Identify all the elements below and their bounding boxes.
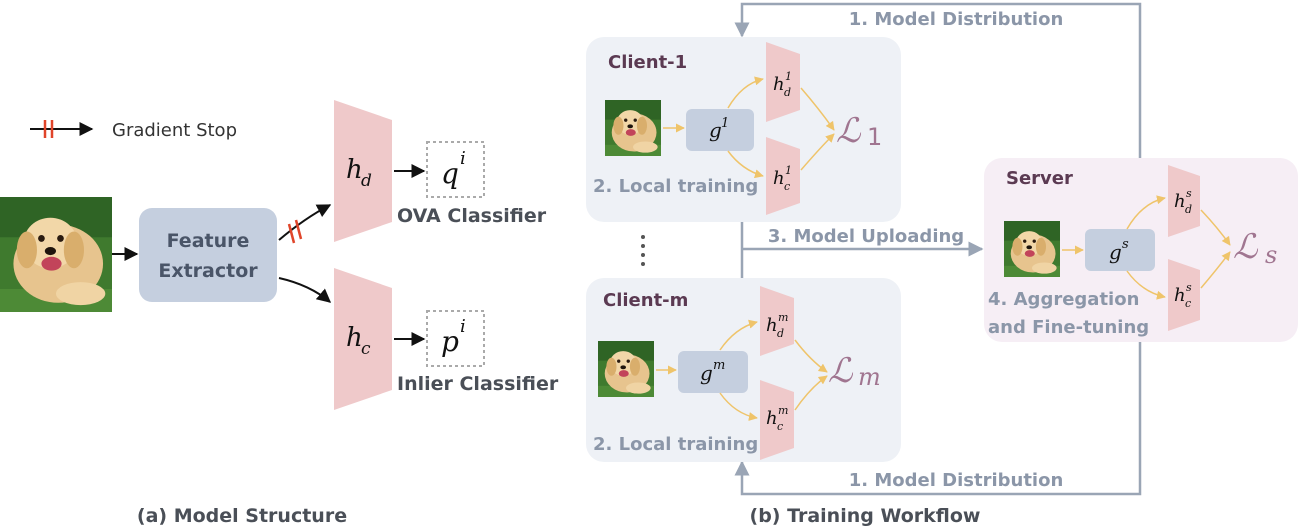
svg-text:s: s — [1265, 241, 1277, 269]
client-1-title: Client-1 — [608, 52, 687, 73]
gradient-stop-mark — [287, 223, 296, 244]
aggregation-label-line2: and Fine-tuning — [988, 317, 1149, 338]
svg-text:i: i — [460, 148, 466, 169]
svg-text:d: d — [784, 86, 791, 99]
server-hd — [1168, 165, 1200, 237]
svg-text:c: c — [361, 339, 371, 359]
server-title: Server — [1006, 168, 1073, 189]
svg-text:h: h — [773, 168, 785, 189]
head-hc: h c — [334, 268, 392, 410]
caption-model-structure: (a) Model Structure — [137, 505, 347, 527]
distribution-arrow-bottom — [734, 340, 1142, 496]
svg-text:m: m — [713, 358, 725, 373]
client-1-loss: ℒ — [836, 111, 862, 151]
feature-extractor: Feature Extractor — [139, 208, 277, 302]
svg-text:i: i — [460, 316, 466, 337]
svg-text:s: s — [1186, 281, 1192, 294]
client-m-loss: ℒ — [828, 351, 854, 391]
svg-text:h: h — [346, 323, 363, 353]
aggregation-label-line1: 4. Aggregation — [988, 289, 1139, 310]
caption-training-workflow: (b) Training Workflow — [750, 505, 981, 527]
svg-text:m: m — [778, 311, 788, 324]
svg-text:c: c — [784, 180, 790, 193]
server-panel: Server g s h s d h s c ℒ s 4. Aggregatio… — [984, 158, 1298, 342]
server-hc — [1168, 259, 1200, 331]
svg-text:g: g — [1109, 240, 1122, 264]
svg-text:d: d — [361, 171, 372, 191]
client-m-g — [678, 351, 748, 393]
client-m-panel: Client-m g m h m d h m c ℒ m 2. Local tr… — [586, 278, 901, 462]
head-hd: h d — [334, 100, 392, 242]
client-m-hc — [760, 380, 794, 460]
client-m-local-training-label: 2. Local training — [593, 434, 758, 455]
model-uploading-label: 3. Model Uploading — [768, 226, 964, 247]
client-m-dog-image — [598, 341, 654, 397]
client-m-title: Client-m — [603, 290, 688, 311]
svg-text:s: s — [1186, 187, 1192, 200]
svg-text:h: h — [766, 315, 778, 336]
client-1-g — [686, 109, 754, 151]
legend-gradient-stop: Gradient Stop — [30, 120, 237, 141]
svg-text:h: h — [1174, 285, 1186, 306]
input-dog-image — [0, 197, 112, 312]
svg-text:m: m — [778, 404, 788, 417]
svg-text:1: 1 — [785, 164, 792, 177]
svg-text:p: p — [441, 325, 459, 358]
model-distribution-bottom-label: 1. Model Distribution — [849, 470, 1064, 491]
client-ellipsis — [641, 235, 645, 266]
legend-label: Gradient Stop — [112, 120, 237, 141]
svg-text:h: h — [773, 74, 785, 95]
server-loss: ℒ — [1233, 227, 1259, 267]
svg-text:c: c — [777, 420, 783, 433]
client-1-panel: Client-1 g 1 h 1 d h 1 c ℒ 1 2. Local tr… — [586, 37, 901, 222]
server-dog-image — [1004, 221, 1060, 277]
svg-text:Extractor: Extractor — [158, 260, 258, 282]
client-m-hd — [760, 286, 794, 356]
output-p: p i — [426, 310, 485, 367]
arrow-to-hd — [278, 204, 332, 241]
svg-text:1: 1 — [785, 70, 792, 83]
client-1-dog-image — [605, 100, 661, 156]
svg-text:s: s — [1122, 237, 1129, 252]
server-g — [1085, 229, 1155, 271]
svg-text:g: g — [709, 118, 722, 142]
ova-classifier-label: OVA Classifier — [397, 205, 547, 227]
client-1-hd — [766, 42, 800, 122]
inlier-classifier-label: Inlier Classifier — [397, 373, 559, 395]
svg-text:d: d — [777, 327, 784, 340]
distribution-arrow-top — [734, 2, 1142, 186]
model-distribution-top-label: 1. Model Distribution — [849, 9, 1064, 30]
svg-text:Feature: Feature — [167, 230, 250, 252]
svg-text:1: 1 — [721, 116, 729, 131]
svg-text:g: g — [700, 361, 713, 385]
svg-text:d: d — [1185, 203, 1192, 216]
svg-text:h: h — [1174, 191, 1186, 212]
output-q: q i — [426, 141, 485, 198]
arrow-to-hc — [278, 277, 332, 303]
svg-text:h: h — [766, 408, 778, 429]
svg-text:c: c — [1185, 297, 1191, 310]
svg-text:h: h — [346, 155, 363, 185]
svg-text:m: m — [858, 363, 881, 391]
client-1-local-training-label: 2. Local training — [593, 176, 758, 197]
svg-text:q: q — [441, 157, 459, 190]
svg-text:1: 1 — [867, 123, 882, 151]
client-1-hc — [766, 137, 800, 215]
